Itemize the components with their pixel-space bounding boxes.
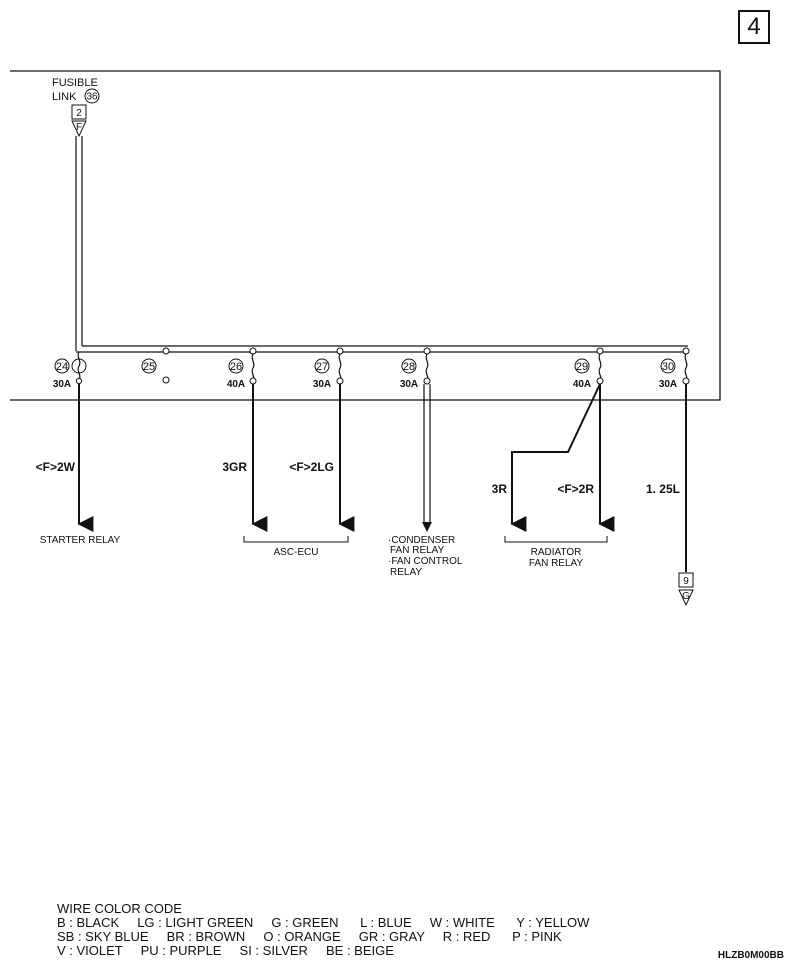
wire-label-29b: <F>2R bbox=[557, 482, 594, 496]
fuse-25 bbox=[162, 347, 170, 384]
fuse-rating-26: 40A bbox=[227, 379, 245, 390]
fuse-rating-28: 30A bbox=[400, 379, 418, 390]
fuse-number-28: 28 bbox=[403, 361, 415, 373]
fuse-number-27: 27 bbox=[316, 361, 328, 373]
fusible-link-number-circle bbox=[84, 88, 100, 104]
bracket-radiator bbox=[504, 536, 608, 543]
wire-label-24: <F>2W bbox=[36, 460, 76, 474]
legend-line-1: B : BLACK LG : LIGHT GREEN G : GREEN L :… bbox=[57, 915, 590, 930]
fuse-28 bbox=[423, 347, 431, 385]
destination-starter-relay: STARTER RELAY bbox=[40, 535, 121, 546]
connector-triangle-top bbox=[71, 120, 87, 138]
fuse-24 bbox=[71, 351, 87, 385]
fusible-link-number: 36 bbox=[86, 92, 98, 103]
wire-label-29a: 3R bbox=[492, 482, 508, 496]
diagram-code: HLZB0M00BB bbox=[717, 950, 784, 961]
fuse-number-circle-24 bbox=[54, 358, 70, 374]
destination-condenser-line3: ·FAN CONTROL bbox=[388, 556, 463, 567]
wire-label-26: 3GR bbox=[222, 460, 247, 474]
fuse-rating-27: 30A bbox=[313, 379, 331, 390]
fuse-number-30: 30 bbox=[662, 361, 674, 373]
fuse-30 bbox=[682, 347, 690, 385]
fusible-link-label-line1: FUSIBLE bbox=[52, 77, 98, 89]
connector-number-top: 2 bbox=[76, 108, 82, 119]
destination-condenser-line1: ·CONDENSER bbox=[388, 535, 455, 546]
fuse-number-circle-29 bbox=[574, 358, 590, 374]
fuse-27 bbox=[336, 347, 344, 385]
connector-number-bottom: 9 bbox=[683, 576, 689, 587]
wire-29-branch bbox=[510, 383, 601, 532]
fuse-number-25: 25 bbox=[143, 361, 155, 373]
wire-label-27: <F>2LG bbox=[289, 460, 334, 474]
connector-letter-bottom: G bbox=[682, 591, 690, 602]
destination-condenser-line2: FAN RELAY bbox=[390, 545, 445, 556]
connector-triangle-bottom bbox=[678, 589, 694, 607]
fuse-number-circle-25 bbox=[141, 358, 157, 374]
fuse-rating-30: 30A bbox=[659, 379, 677, 390]
fuse-rating-29: 40A bbox=[573, 379, 591, 390]
destination-asc-ecu: ASC-ECU bbox=[273, 547, 318, 558]
fuse-number-24: 24 bbox=[56, 361, 68, 373]
wire-label-30: 1. 25L bbox=[646, 482, 680, 496]
legend-title: WIRE COLOR CODE bbox=[57, 901, 182, 916]
fuse-26 bbox=[249, 347, 257, 385]
legend-line-3: V : VIOLET PU : PURPLE SI : SILVER BE : … bbox=[57, 943, 394, 958]
destination-radiator-line1: RADIATOR bbox=[531, 547, 582, 558]
fuse-number-circle-27 bbox=[314, 358, 330, 374]
fusible-link-label-line2: LINK bbox=[52, 91, 77, 103]
wire-28-arrow bbox=[422, 522, 432, 532]
fuse-box-frame bbox=[10, 70, 721, 401]
fuse-number-circle-26 bbox=[228, 358, 244, 374]
destination-condenser-line4: RELAY bbox=[390, 567, 422, 578]
connector-letter-top: F bbox=[76, 122, 82, 133]
fuse-29 bbox=[596, 347, 604, 385]
destination-radiator-line2: FAN RELAY bbox=[529, 558, 584, 569]
fuse-rating-24: 30A bbox=[53, 379, 71, 390]
page-number: 4 bbox=[738, 10, 770, 44]
fuse-number-29: 29 bbox=[576, 361, 588, 373]
fuse-number-circle-28 bbox=[401, 358, 417, 374]
fuse-number-circle-30 bbox=[660, 358, 676, 374]
connector-box-top bbox=[71, 104, 87, 120]
legend-line-2: SB : SKY BLUE BR : BROWN O : ORANGE GR :… bbox=[57, 929, 562, 944]
connector-box-bottom bbox=[678, 572, 694, 588]
bracket-asc-ecu bbox=[243, 536, 349, 543]
fuse-number-26: 26 bbox=[230, 361, 242, 373]
